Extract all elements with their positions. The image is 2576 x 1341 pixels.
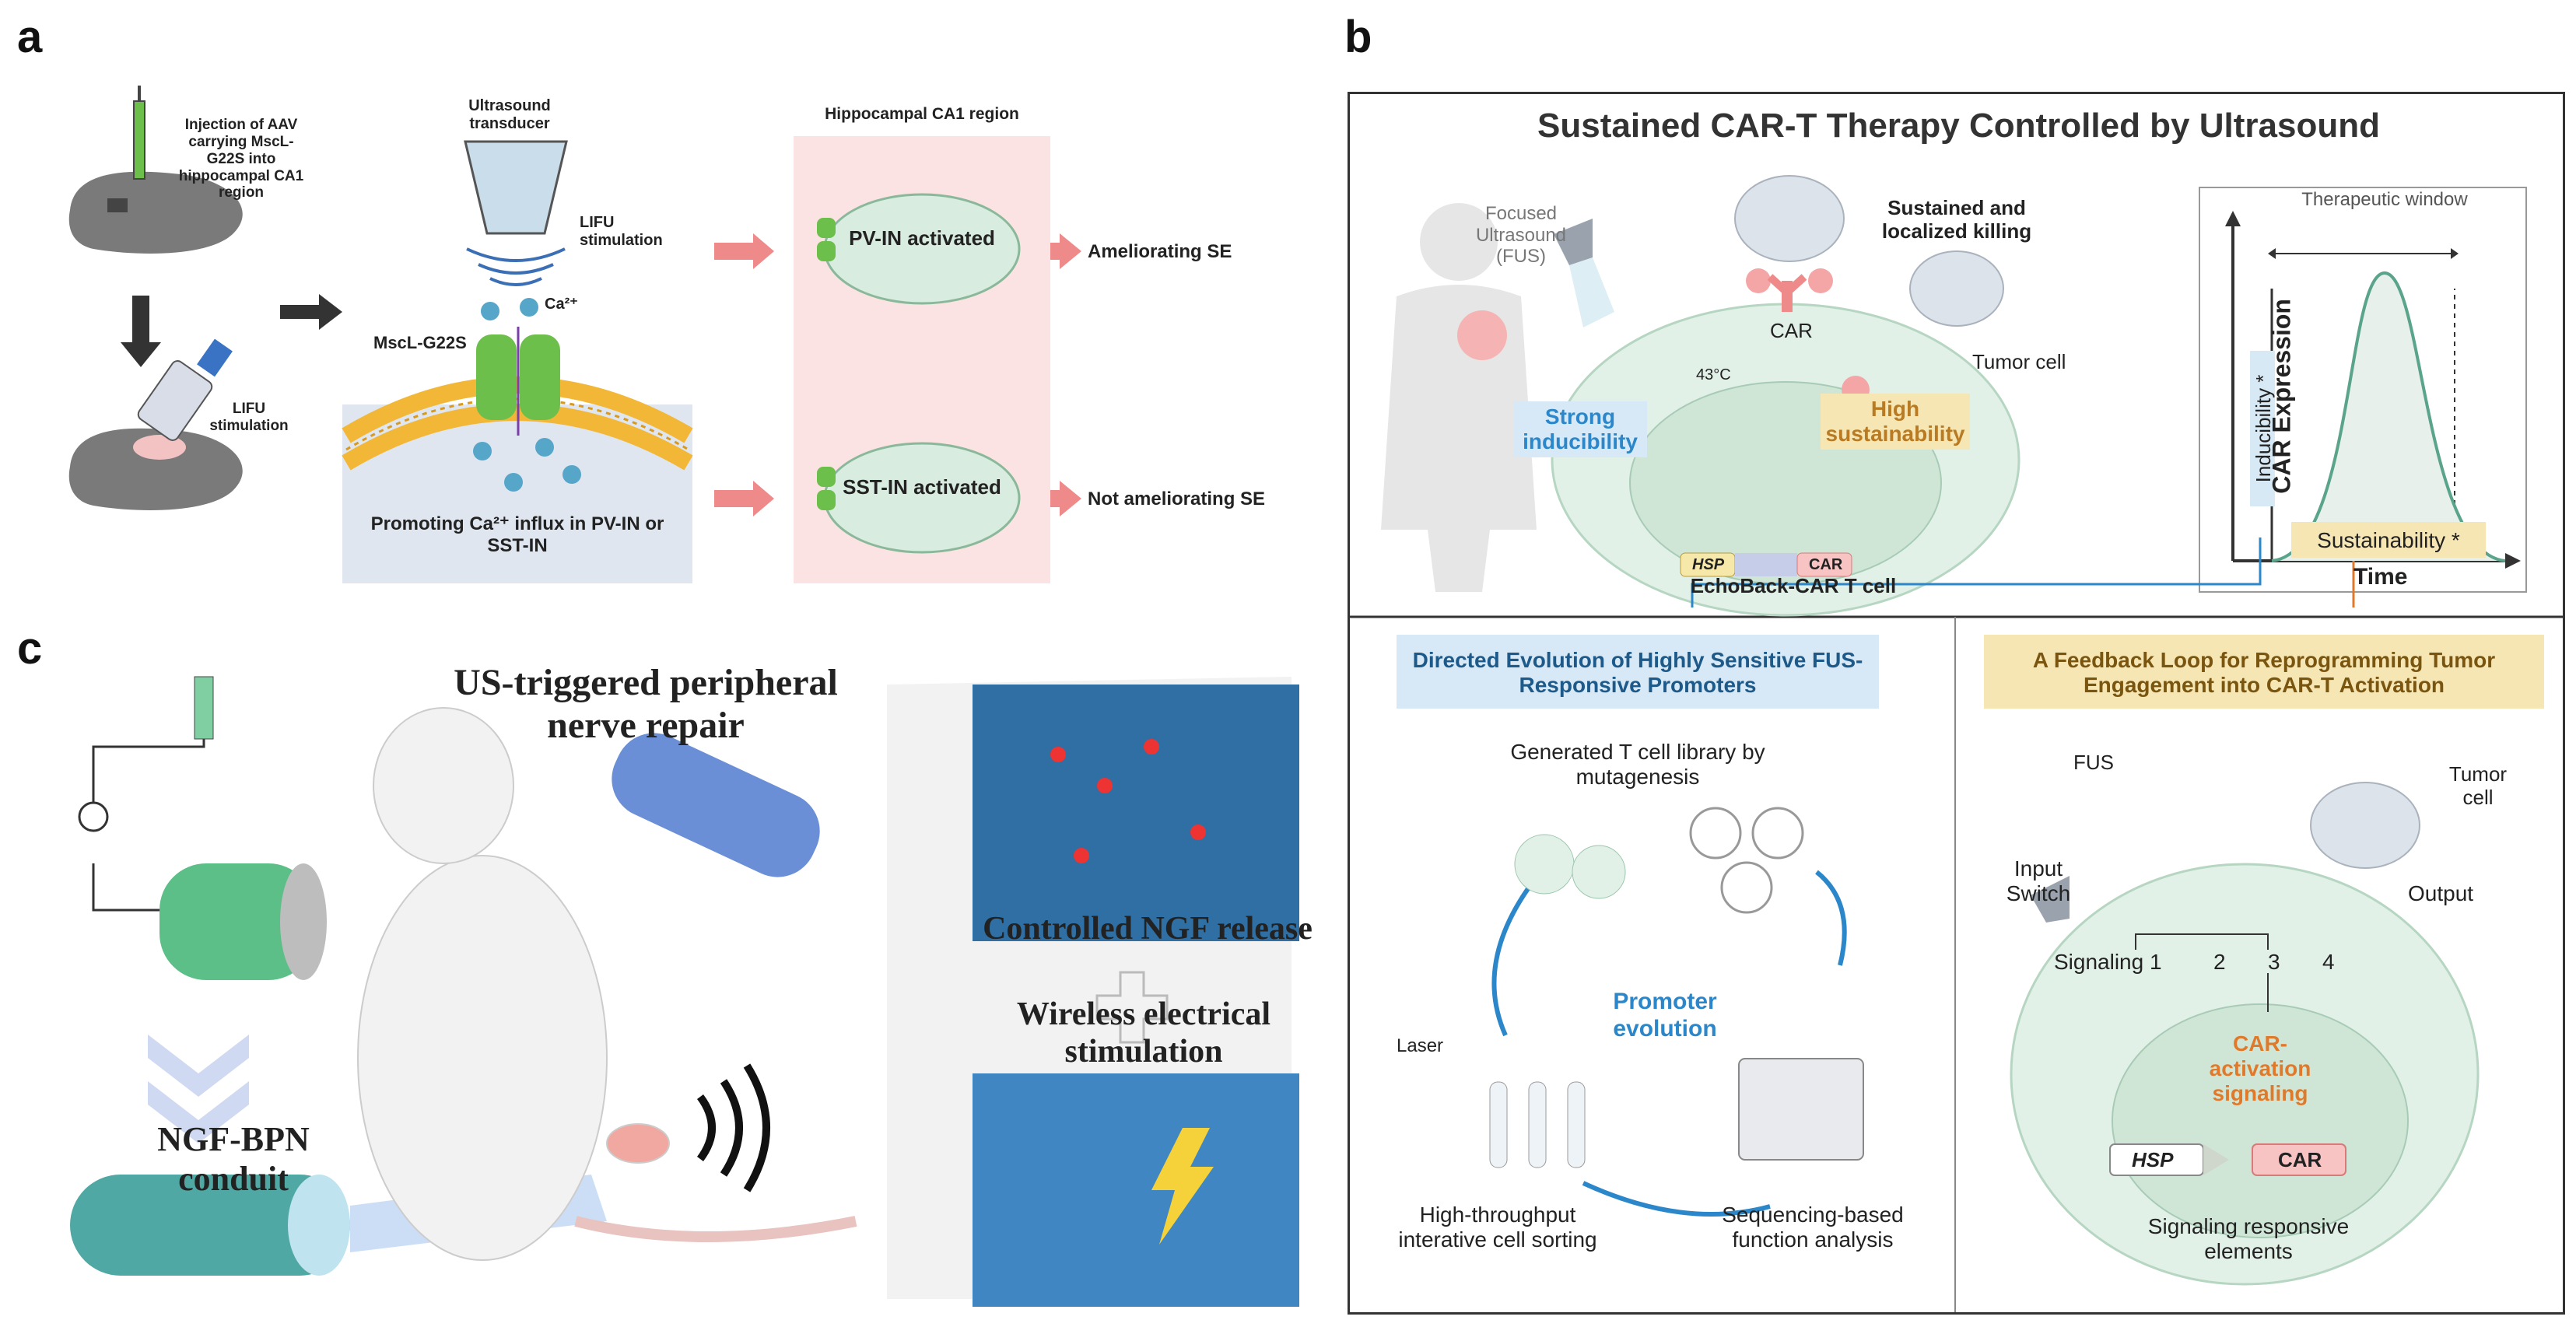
panel-c: US-triggered peripheral nerve repair NGF… xyxy=(0,630,1338,1330)
mscl-label: MscL-G22S xyxy=(373,333,467,352)
pv-in-label: PV-IN activated xyxy=(849,226,995,250)
signaling-1-label: Signaling 1 xyxy=(2054,950,2162,974)
inducibility-label: Inducibility * xyxy=(2252,374,2276,483)
ca-ion-label: Ca²⁺ xyxy=(545,296,578,313)
panel-c-title: US-triggered peripheral nerve repair xyxy=(454,662,838,747)
panel-c-graphics xyxy=(70,676,1299,1307)
signaling-4-label: 4 xyxy=(2322,950,2335,974)
rat-illustration xyxy=(357,707,857,1261)
ngf-release-image xyxy=(973,685,1299,941)
connector-blue xyxy=(1691,537,2262,607)
activation-label: CAR-activation signaling xyxy=(2209,1031,2311,1106)
panel-letter-b: b xyxy=(1344,12,1372,62)
mscl-channel xyxy=(476,327,560,436)
promoting-label: Promoting Ca²⁺ influx in PV-IN or SST-IN xyxy=(370,513,664,556)
sorting-label: High-throughput interative cell sorting xyxy=(1398,1203,1597,1252)
tumor-cells xyxy=(1734,175,2004,404)
promoter-evolution-label: Promoter evolution xyxy=(1613,989,1717,1042)
signaling-2-label: 2 xyxy=(2213,950,2226,974)
sst-in-cell xyxy=(817,442,1021,554)
down-arrow-icon xyxy=(121,296,161,367)
panel-b-title: Sustained CAR-T Therapy Controlled by Ul… xyxy=(1537,107,2380,145)
panel-letter-a: a xyxy=(17,12,43,62)
outcome-sst: Not ameliorating SE xyxy=(1088,488,1266,509)
lipid-membrane xyxy=(342,376,693,471)
chevron-down-icon xyxy=(148,1035,249,1143)
car-receptor-icon xyxy=(1767,274,1807,312)
calcium-ions xyxy=(473,298,581,492)
evolution-cycle xyxy=(1489,807,1864,1217)
feedback-fus-label: FUS xyxy=(2073,751,2114,774)
fus-label: Focused Ultrasound (FUS) xyxy=(1475,203,1567,268)
right-arrow-icon xyxy=(280,294,342,330)
sustained-killing-label: Sustained and localized killing xyxy=(1881,196,2032,243)
temp-label: 43°C xyxy=(1696,366,1731,383)
library-label: Generated T cell library by mutagenesis xyxy=(1510,740,1765,790)
lifu-stim-label: LIFU stimulation xyxy=(580,214,663,249)
car-gene-label: CAR xyxy=(1809,556,1843,573)
human-silhouette xyxy=(1381,203,1537,592)
injection-label: Injection of AAV carrying MscL-G22S into… xyxy=(178,117,304,201)
feedback-car-label: CAR xyxy=(2278,1148,2322,1171)
lightning-icon xyxy=(1151,1128,1214,1245)
high-sustainability-label: High sustainability xyxy=(1821,394,1970,450)
sequencing-label: Sequencing-based function analysis xyxy=(1722,1203,1904,1252)
electrical-stim-image xyxy=(973,1073,1299,1307)
elements-label: Signaling responsive elements xyxy=(2147,1214,2350,1264)
hsp-label: HSP xyxy=(1692,556,1725,573)
car-expression-graph xyxy=(2199,187,2527,593)
pv-in-cell xyxy=(817,193,1021,305)
laser-label: Laser xyxy=(1397,1035,1444,1056)
region-title: Hippocampal CA1 region xyxy=(825,105,1019,123)
output-label: Output xyxy=(2408,881,2474,905)
mouse-head-lifu xyxy=(68,338,243,510)
panel-b-graphics xyxy=(1350,175,2563,1312)
panel-b: Sustained CAR-T Therapy Controlled by Ul… xyxy=(1348,92,2565,1315)
outcome-pv: Ameliorating SE xyxy=(1088,241,1232,262)
wireless-label: Wireless electrical stimulation xyxy=(1016,996,1271,1070)
gene-construct xyxy=(1680,552,1852,577)
ngf-release-label: Controlled NGF release xyxy=(983,911,1313,947)
circuit-coil xyxy=(78,676,327,980)
nerve-conduit-graphic xyxy=(612,733,820,877)
ultrasound-waves-icon xyxy=(696,1063,770,1192)
feedback-title-box xyxy=(1984,635,2544,709)
lifu-left-label: LIFU stimulation xyxy=(209,401,289,434)
ngf-particles xyxy=(1050,739,1206,863)
feedback-cell xyxy=(2010,782,2480,1286)
signaling-3-label: 3 xyxy=(2268,950,2280,974)
transducer-label: Ultrasound transducer xyxy=(468,97,551,132)
feedback-tumor-label: Tumor cell xyxy=(2448,762,2508,809)
panel-a: Injection of AAV carrying MscL-G22S into… xyxy=(0,0,1338,607)
sst-in-label: SST-IN activated xyxy=(843,475,1001,499)
fus-transducer-icon xyxy=(1554,219,1614,327)
sustainability-label: Sustainability * xyxy=(2317,528,2460,552)
mouse-head-injection xyxy=(68,86,243,254)
input-switch-label: Input Switch xyxy=(2006,856,2071,906)
plus-icon xyxy=(1095,971,1169,1044)
panel-a-graphics xyxy=(68,86,1081,583)
evolution-title-box xyxy=(1397,635,1879,709)
feedback-title: A Feedback Loop for Reprogramming Tumor … xyxy=(2032,648,2496,698)
evolution-title: Directed Evolution of Highly Sensitive F… xyxy=(1412,648,1863,698)
x-axis-label: Time xyxy=(2353,564,2408,590)
ngf-bpn-conduit-graphic xyxy=(70,1175,350,1276)
ultrasound-transducer xyxy=(464,140,568,286)
cell-name-label: EchoBack-CAR T cell xyxy=(1690,574,1897,597)
feedback-hsp-label: HSP xyxy=(2132,1148,2174,1171)
strong-inducibility-label: Strong inducibility xyxy=(1513,401,1647,458)
conduit-label: NGF-BPN conduit xyxy=(157,1120,310,1198)
panel-letter-c: c xyxy=(17,623,43,674)
therapeutic-window-label: Therapeutic window xyxy=(2301,189,2468,210)
car-label: CAR xyxy=(1770,319,1813,342)
tumor-cell-label: Tumor cell xyxy=(1972,350,2066,373)
